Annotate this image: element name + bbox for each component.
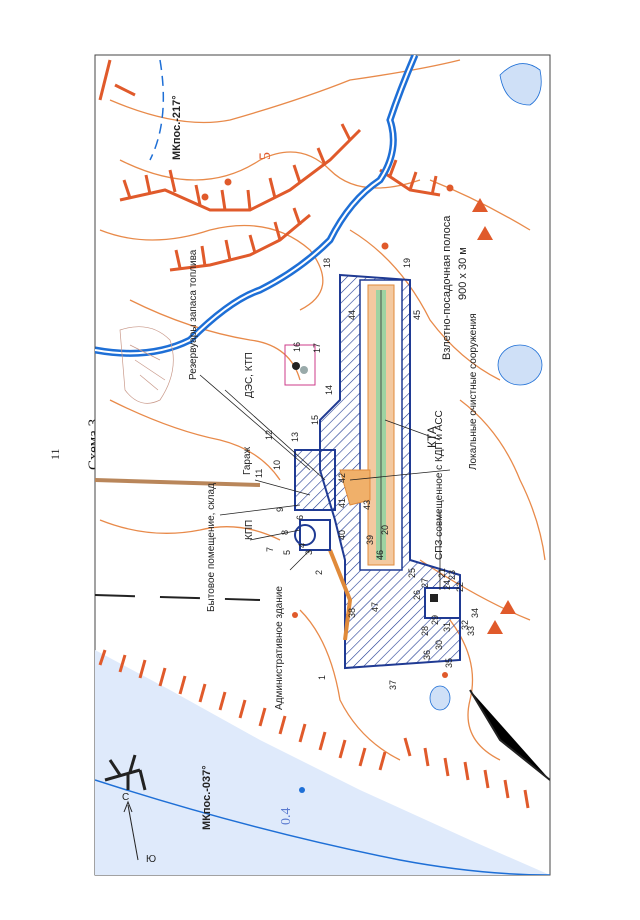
label-reservoirs: Резервуары запаса топлива	[188, 249, 199, 380]
kpp-circle	[294, 524, 316, 546]
reservoir-area	[284, 344, 316, 386]
label-runway: Взлетно-посадочная полоса	[441, 215, 453, 360]
track-left	[95, 594, 261, 601]
site-marker-3: 3	[304, 550, 314, 555]
site-marker-21: 21	[437, 568, 447, 578]
site-marker-33: 33	[466, 626, 476, 636]
label-des: ДЭС, КТП	[244, 352, 255, 398]
reservoir-dot	[292, 362, 300, 370]
lake	[499, 63, 542, 106]
airfield-zone	[284, 273, 461, 670]
site-marker-36: 36	[422, 650, 432, 660]
depth-point	[299, 787, 305, 793]
cliff-hachures-top	[98, 59, 441, 272]
site-marker-39: 39	[365, 535, 375, 545]
red-triangles	[472, 198, 516, 634]
label-household: Бытовое помещение, склад	[206, 483, 217, 612]
cliff-hachures-bottom	[98, 649, 530, 809]
site-marker-6: 6	[295, 515, 305, 520]
sea-area	[95, 650, 550, 875]
site-marker-10: 10	[272, 460, 282, 470]
label-treatment: Локальные очистные сооружения	[468, 313, 479, 470]
site-marker-25: 25	[407, 568, 417, 578]
site-marker-31: 31	[442, 622, 452, 632]
red-markers	[201, 178, 454, 678]
site-marker-15: 15	[310, 415, 320, 425]
site-marker-8: 8	[280, 530, 290, 535]
site-marker-45: 45	[412, 310, 422, 320]
label-runway-size: 900 х 30 м	[457, 247, 469, 300]
spz-building	[424, 587, 461, 619]
site-marker-5: 5	[282, 550, 292, 555]
compass-line	[127, 804, 139, 861]
elevation-bottom: МКпос.-037°	[201, 765, 213, 830]
site-marker-2: 2	[314, 570, 324, 575]
reservoir-dot-2	[300, 366, 308, 374]
site-marker-38: 38	[347, 608, 357, 618]
site-marker-44: 44	[347, 310, 357, 320]
lake	[497, 344, 543, 386]
site-marker-43: 43	[362, 500, 372, 510]
taxiway	[328, 549, 353, 641]
site-marker-30: 30	[434, 640, 444, 650]
site-marker-37: 37	[388, 680, 398, 690]
site-marker-17: 17	[312, 343, 322, 353]
site-marker-26: 26	[412, 590, 422, 600]
stream	[149, 59, 165, 161]
water-depth-label: 0.4	[279, 808, 294, 826]
contour-value: 5	[257, 152, 274, 160]
depth-line	[95, 779, 550, 875]
site-marker-7: 7	[265, 547, 275, 552]
north-arrow-icon	[123, 800, 133, 813]
label-spz: СПЗ совмещенное с КДП и АСС	[434, 410, 445, 560]
label-kpp: КПП	[244, 520, 255, 540]
label-garage: Гараж	[242, 446, 253, 475]
site-marker-1: 1	[317, 675, 327, 680]
label-admin: Административное здание	[274, 586, 285, 710]
site-marker-29: 29	[430, 615, 440, 625]
site-marker-22: 22	[455, 582, 465, 592]
river-highlight	[95, 55, 416, 355]
site-marker-35: 35	[444, 658, 454, 668]
pond	[429, 685, 451, 711]
site-marker-11: 11	[254, 469, 264, 478]
site-marker-42: 42	[337, 473, 347, 483]
site-marker-47: 47	[370, 602, 380, 612]
building-cluster	[294, 449, 336, 511]
site-marker-9: 9	[275, 507, 285, 512]
label-north: С	[122, 792, 129, 803]
site-marker-40: 40	[337, 530, 347, 540]
site-marker-16: 16	[292, 342, 302, 352]
elevation-top: МКпос.-217°	[171, 95, 183, 160]
scrub-area	[119, 326, 174, 404]
site-marker-12: 12	[264, 430, 274, 440]
site-marker-28: 28	[420, 626, 430, 636]
leader-lines	[199, 374, 451, 590]
site-marker-27: 27	[420, 578, 430, 588]
spz-block	[430, 594, 438, 602]
label-south: Ю	[146, 854, 156, 865]
site-marker-20: 20	[380, 525, 390, 535]
label-kta: КТА	[425, 426, 439, 448]
site-marker-19: 19	[402, 258, 412, 268]
track-right	[469, 689, 550, 781]
site-marker-41: 41	[337, 498, 347, 508]
site-marker-23: 23	[447, 570, 457, 580]
site-marker-46: 46	[375, 550, 385, 560]
site-marker-14: 14	[324, 385, 334, 395]
site-marker-34: 34	[470, 608, 480, 618]
site-marker-4: 4	[297, 543, 307, 548]
site-marker-13: 13	[290, 432, 300, 442]
site-marker-32: 32	[460, 620, 470, 630]
site-marker-18: 18	[322, 258, 332, 268]
road	[95, 478, 261, 487]
tree-icon	[104, 754, 147, 791]
site-marker-24: 24	[442, 580, 452, 590]
